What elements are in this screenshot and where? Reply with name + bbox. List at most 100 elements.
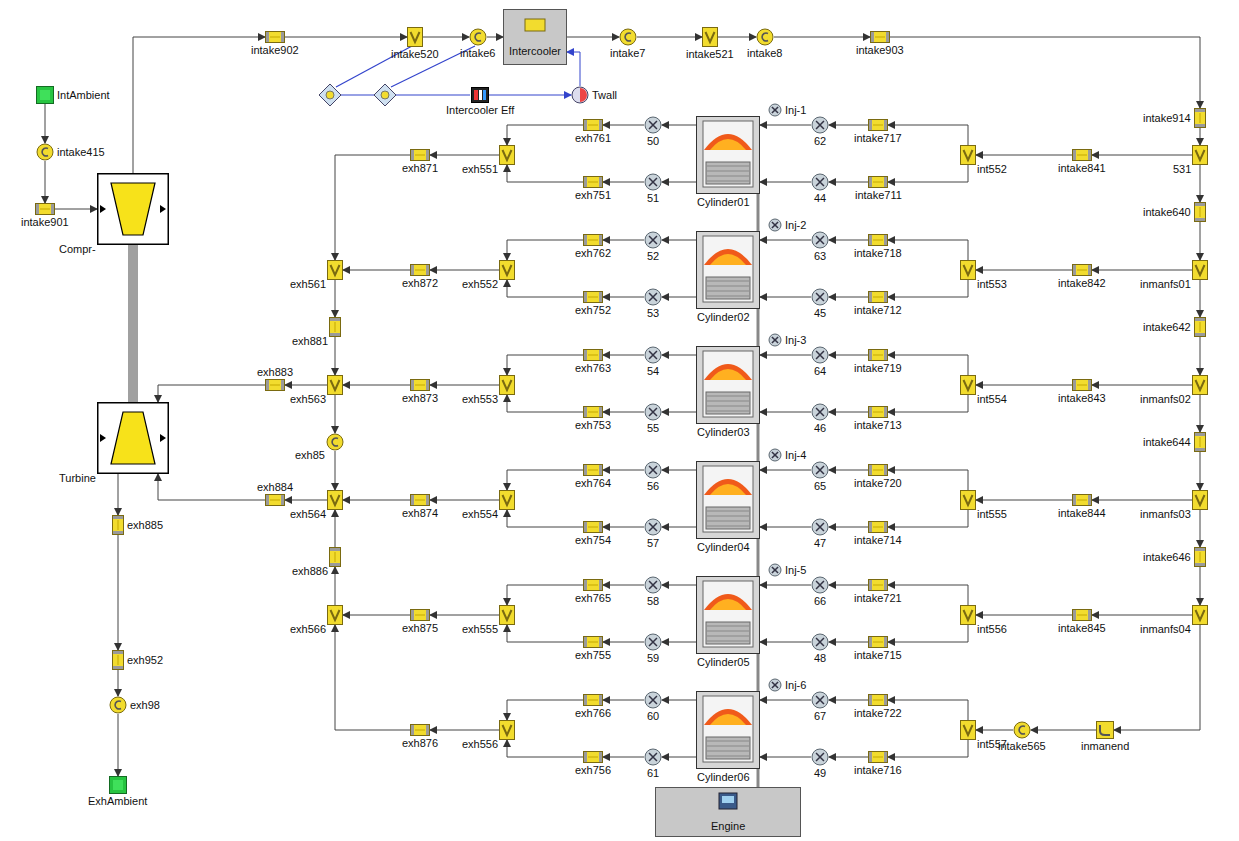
path-shape [649, 351, 657, 359]
injector-component: Inj-4 [768, 448, 782, 462]
component-label: 57 [647, 537, 659, 549]
rect-shape [330, 563, 340, 566]
rect-shape [1193, 261, 1208, 280]
flow-connector [760, 642, 811, 643]
flow-connector [507, 395, 583, 412]
rect-shape [500, 721, 515, 740]
path-shape [710, 484, 746, 495]
rect-shape [869, 350, 872, 360]
component-label: exh563 [290, 393, 326, 405]
pipe-component: intake720 [868, 464, 888, 476]
box-title: Intercooler [509, 45, 561, 57]
flow-connector [829, 585, 868, 586]
rect-shape [411, 610, 414, 620]
pipe-component-icon [112, 515, 124, 535]
rect-shape [1195, 318, 1205, 321]
flow-connector [976, 730, 1013, 731]
rect-shape [266, 380, 269, 390]
flow-connector [343, 500, 410, 501]
flow-connector [760, 527, 811, 528]
flowsplit-component: int555 [960, 490, 976, 510]
box-title: Engine [711, 820, 745, 832]
pipe-component-icon [583, 406, 603, 418]
line-shape [873, 412, 883, 413]
rect-shape [1195, 203, 1206, 222]
rect-shape [584, 752, 587, 762]
orifice-component-icon [109, 696, 127, 714]
rect-shape [1073, 150, 1076, 160]
flow-connector [890, 37, 1200, 108]
line-shape [707, 631, 749, 632]
rect-shape [869, 177, 872, 187]
component-label: exh875 [402, 622, 438, 634]
flow-connector [507, 625, 583, 642]
circle-shape [620, 29, 636, 45]
valve-component-icon [811, 346, 829, 364]
flowsplit-component-icon [1192, 145, 1208, 165]
path-shape [503, 265, 512, 275]
rect-shape [330, 548, 340, 551]
flowsplit-component: int556 [960, 605, 976, 625]
valve-component-icon [811, 173, 829, 191]
circle-shape [769, 334, 781, 346]
rect-shape [869, 580, 872, 590]
rect-shape [703, 236, 753, 302]
rect-shape [281, 495, 284, 505]
flow-connector [603, 240, 644, 241]
circle-shape [812, 117, 828, 133]
flow-connector [423, 37, 469, 38]
orifice-component: exh85 [326, 433, 344, 451]
flow-connector [118, 474, 119, 515]
rect-shape [525, 19, 545, 31]
valve-component: 59 [644, 633, 662, 651]
flow-connector [507, 740, 583, 757]
component-label: Cylinder01 [697, 196, 750, 208]
pipe-component: exh872 [410, 264, 430, 276]
intercooler-eff-block-icon [471, 87, 489, 103]
rect-shape [599, 637, 602, 647]
path-shape [331, 265, 340, 275]
rect-shape [697, 577, 760, 654]
line-shape [707, 521, 749, 522]
injector-component: Inj-3 [768, 333, 782, 347]
line-shape [588, 240, 598, 241]
flowsplit-component-icon [327, 605, 343, 625]
flow-connector [430, 615, 499, 616]
rect-shape [884, 522, 887, 532]
pipe-component: exh886 [329, 547, 341, 567]
pipe-component-icon [868, 521, 888, 533]
path-shape [1196, 610, 1205, 620]
line-shape [118, 655, 119, 665]
flow-connector [976, 270, 1072, 271]
flow-connector [285, 385, 327, 386]
path-shape [964, 495, 973, 505]
rect-shape [706, 507, 750, 529]
flowsplit-component: exh554 [499, 490, 515, 510]
rect-shape [697, 232, 760, 309]
flow-connector [1200, 510, 1201, 547]
line-shape [588, 297, 598, 298]
valve-component: 62 [811, 116, 829, 134]
rect-shape [584, 637, 587, 647]
pipe-component-icon [1194, 202, 1206, 222]
flow-connector [888, 280, 968, 297]
rect-shape [411, 495, 430, 506]
line-shape [707, 281, 749, 282]
rect-shape [266, 32, 269, 42]
valve-component: 51 [644, 173, 662, 191]
component-label: inmanfs04 [1140, 623, 1191, 635]
flowsplit-component: int552 [960, 145, 976, 165]
flow-connector [335, 337, 336, 375]
circle-shape [37, 144, 53, 160]
rect-shape [584, 407, 603, 418]
line-shape [707, 396, 749, 397]
flowsplit-component: exh564 [327, 490, 343, 510]
pipe-component-icon [410, 149, 430, 161]
pipe-component-icon [583, 119, 603, 131]
line-shape [707, 636, 749, 637]
flow-connector [335, 280, 336, 317]
flow-connector [603, 412, 644, 413]
flow-connector [335, 625, 410, 730]
pipe-component: intake712 [868, 291, 888, 303]
pipe-component-icon [868, 579, 888, 591]
